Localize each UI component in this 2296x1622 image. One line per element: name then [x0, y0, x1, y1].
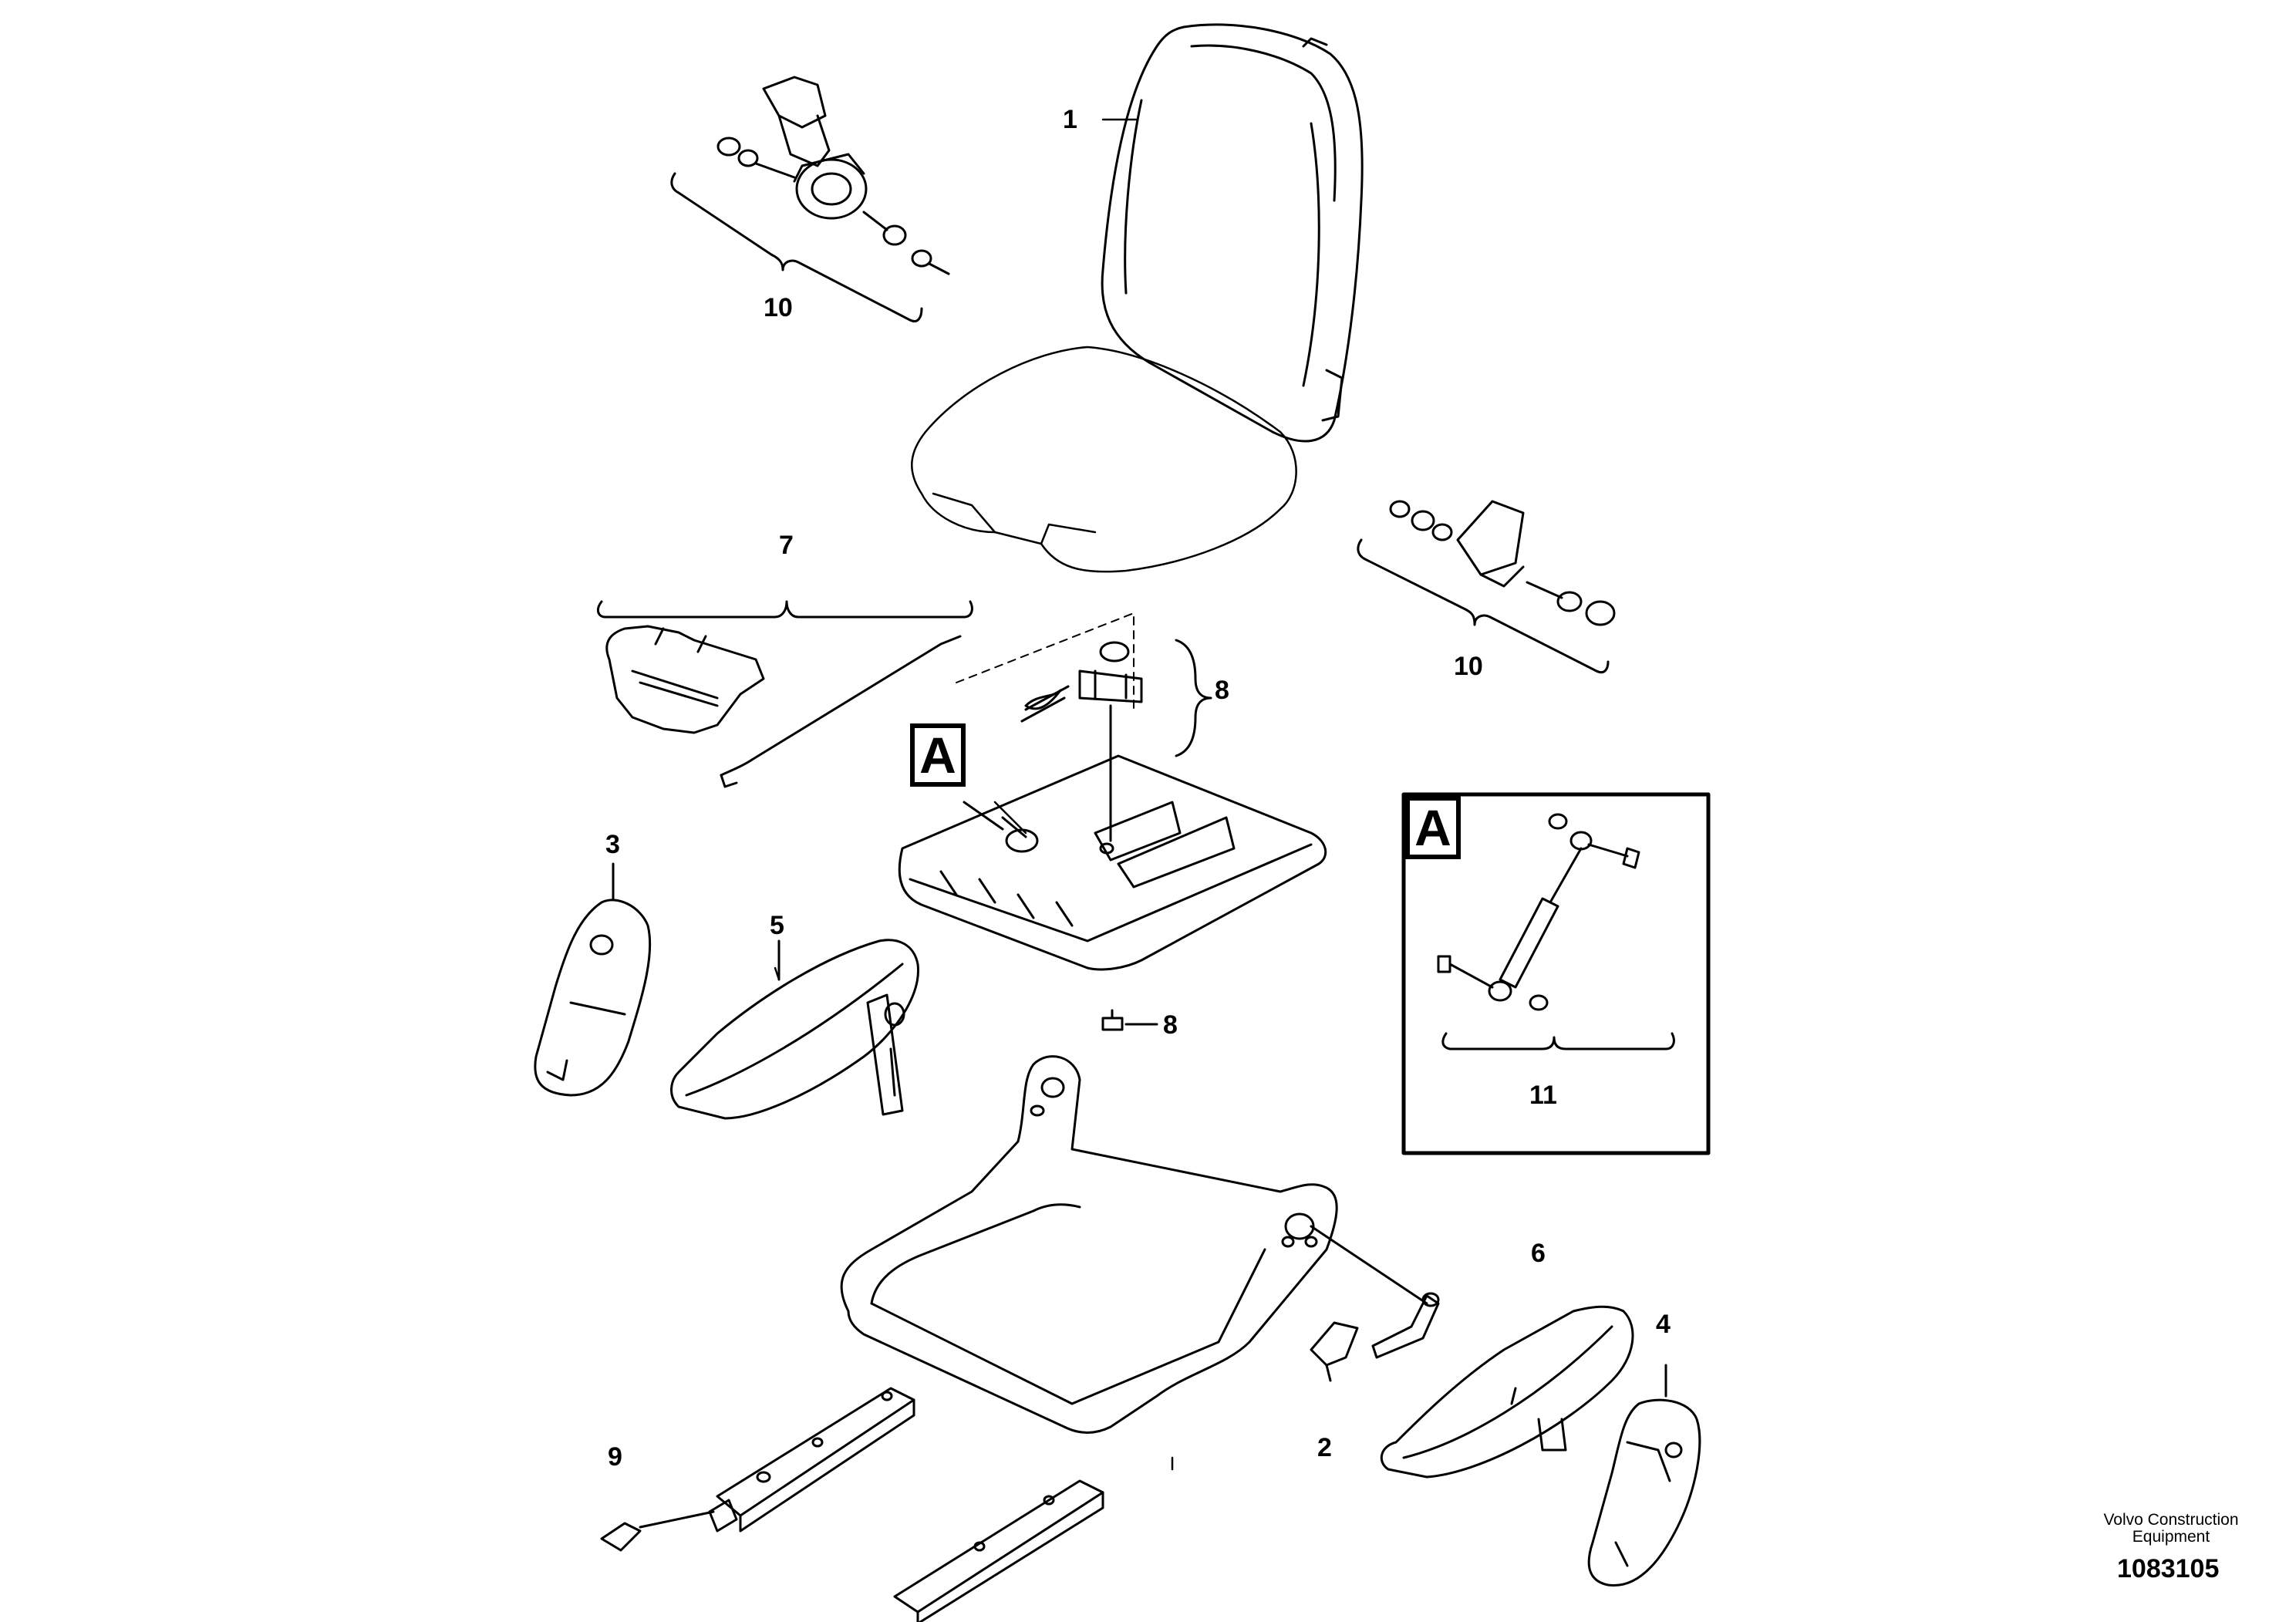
callout-4: 4 [1656, 1310, 1671, 1339]
detail-inset-marker-a: A [1405, 796, 1461, 859]
callout-2: 2 [1317, 1433, 1332, 1462]
slide-rail-right [893, 1479, 1104, 1622]
seat-backrest [1101, 23, 1364, 443]
seat-pan [840, 1055, 1428, 1434]
seat-mounting-plate [898, 754, 1327, 971]
detail-marker-a: A [910, 723, 966, 787]
release-lever-kit [596, 600, 973, 788]
adjust-knob [1310, 1321, 1359, 1382]
leader-lines [774, 118, 1174, 1471]
armrest-left [670, 939, 919, 1120]
armrest-right [1380, 1305, 1634, 1479]
callout-5: 5 [770, 911, 784, 940]
footer-company-line2: Equipment [2132, 1528, 2210, 1546]
detail-a-box [1401, 792, 1711, 1155]
mounting-screw [1101, 1009, 1158, 1031]
side-trim-right [1587, 1364, 1701, 1587]
callout-10-left: 10 [764, 293, 793, 322]
adjust-lever [1371, 1292, 1440, 1359]
gas-strut [1437, 813, 1675, 1050]
callout-11: 11 [1529, 1081, 1557, 1110]
footer-company: Volvo Construction Equipment [2079, 1511, 2264, 1546]
lever-link-dashed [956, 612, 1135, 710]
side-trim-left [534, 862, 652, 1097]
callout-6: 6 [1531, 1239, 1546, 1268]
slide-rail-left [708, 1387, 915, 1533]
callout-3: 3 [605, 830, 620, 859]
seatbelt-buckle-right [1357, 500, 1616, 674]
seatbelt-retractor-left [670, 76, 950, 322]
slide-release-bar [600, 1510, 715, 1552]
seat-latch [1020, 639, 1212, 842]
callout-7: 7 [779, 531, 794, 560]
callout-8-upper: 8 [1215, 676, 1229, 705]
callout-10-right: 10 [1454, 652, 1483, 681]
callout-9: 9 [608, 1442, 622, 1472]
callout-1: 1 [1063, 105, 1077, 134]
drawing-number: 1083105 [2117, 1554, 2220, 1583]
seat-cushion [911, 346, 1297, 573]
footer-company-line1: Volvo Construction [2103, 1511, 2239, 1529]
callout-8-lower: 8 [1163, 1010, 1178, 1040]
